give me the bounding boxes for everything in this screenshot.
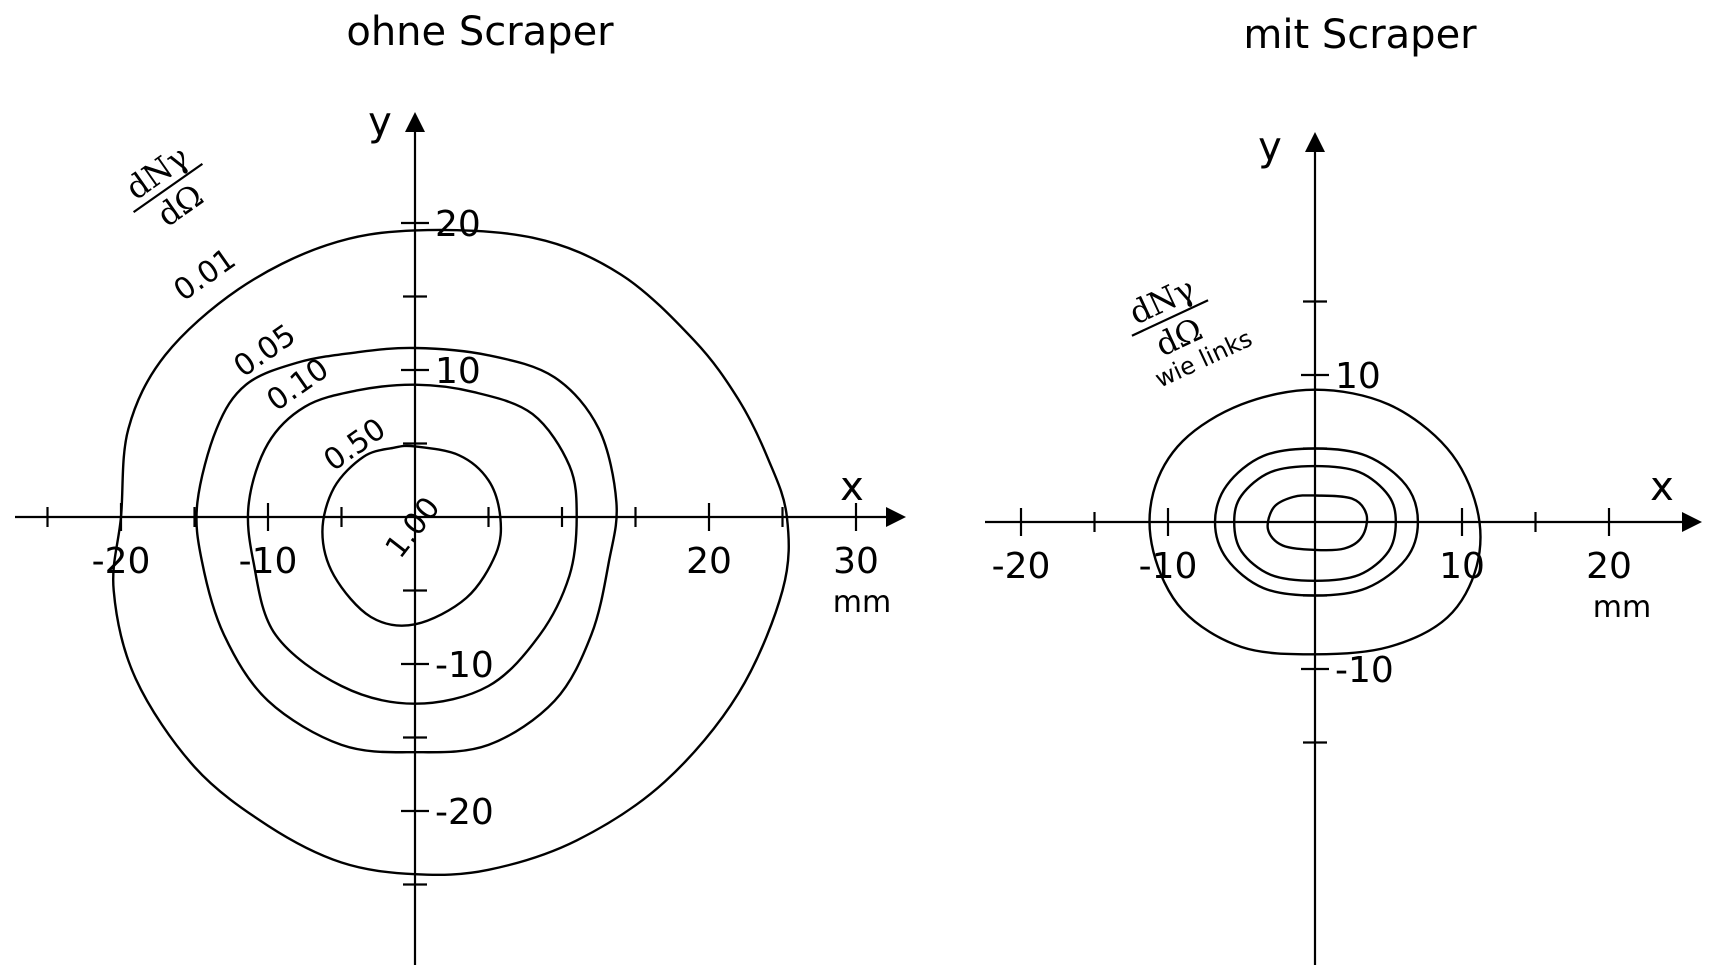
panel-title: ohne Scraper [346, 9, 614, 55]
panel-ohne-scraper: ohne Scraper -20 -10 20 30 20 10 -10 -20 x y mm… [15, 9, 906, 965]
x-axis-label: x [840, 464, 864, 510]
y-tick-label: -10 [1335, 650, 1394, 691]
level-label-1.00: 1.00 [379, 491, 448, 565]
x-axis-label: x [1650, 464, 1674, 510]
x-tick-label: -10 [239, 541, 298, 582]
fraction-bar [132, 163, 204, 213]
contour-0.05 [195, 346, 618, 754]
x-tick-label: 30 [833, 541, 879, 582]
y-axis-label: y [1258, 124, 1282, 170]
x-unit-label: mm [833, 585, 891, 620]
contour-0.01 [112, 228, 790, 877]
level-label-0.01: 0.01 [168, 242, 243, 309]
x-unit-label: mm [1593, 590, 1651, 625]
quantity-label: dNγ dΩ [119, 137, 211, 234]
level-label-0.50: 0.50 [318, 412, 393, 479]
fraction-bar [1131, 299, 1209, 337]
y-tick-label: 20 [435, 204, 481, 245]
x-tick-label: 20 [686, 541, 732, 582]
x-tick-label: -20 [992, 546, 1051, 587]
tick-group: -20 -10 20 30 20 10 -10 -20 [46, 204, 879, 886]
x-tick-label: 10 [1439, 546, 1485, 587]
x-tick-label: 20 [1586, 546, 1632, 587]
y-tick-label: -20 [435, 792, 494, 833]
x-tick-label: -10 [1139, 546, 1198, 587]
x-tick-label: -20 [92, 541, 151, 582]
tick-group: -20 -10 10 20 10 -10 [992, 300, 1632, 744]
y-tick-label: 10 [435, 351, 481, 392]
y-axis-label: y [368, 99, 392, 145]
y-tick-label: -10 [435, 645, 494, 686]
y-tick-label: 10 [1335, 356, 1381, 397]
panel-title: mit Scraper [1243, 12, 1477, 58]
contour-0.50 [321, 444, 503, 627]
